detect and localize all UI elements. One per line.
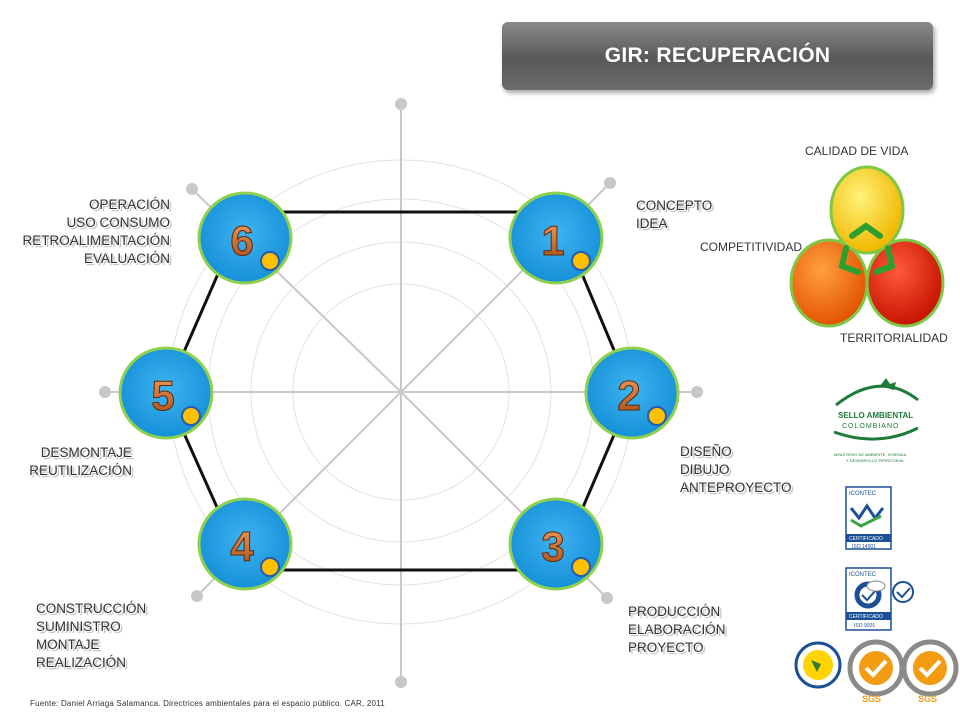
quality-of-life-label: CALIDAD DE VIDA [805, 144, 909, 158]
territoriality-label: TERRITORIALIDAD [840, 331, 948, 345]
competitiveness-label: COMPETITIVIDAD [700, 240, 803, 254]
stage-6-node: 6 [197, 191, 293, 285]
stage-1-node: 1 [508, 191, 604, 285]
stage-6-dot [260, 251, 280, 271]
stage-2-number: 2 [617, 372, 640, 419]
stage-3-number: 3 [541, 523, 564, 570]
stage-3-dot [571, 557, 591, 577]
stage-4-number: 4 [230, 523, 254, 570]
stage-1-dot [571, 251, 591, 271]
diagram-title: GIR: RECUPERACIÓN [502, 22, 933, 90]
stage-5-number: 5 [151, 372, 174, 419]
stage-4-node: 4 [197, 497, 293, 591]
stage-6-number: 6 [230, 217, 253, 264]
stage-2-node: 2 [584, 346, 680, 440]
stage-5-dot [181, 406, 201, 426]
source-footnote: Fuente: Daniel Arriaga Salamanca. Direct… [30, 699, 385, 708]
spoke-end-dots [99, 98, 703, 688]
stage-1-number: 1 [541, 217, 564, 264]
stage-5-node: 5 [118, 346, 214, 440]
stage-4-dot [260, 557, 280, 577]
stage-2-dot [647, 406, 667, 426]
stage-3-node: 3 [508, 497, 604, 591]
